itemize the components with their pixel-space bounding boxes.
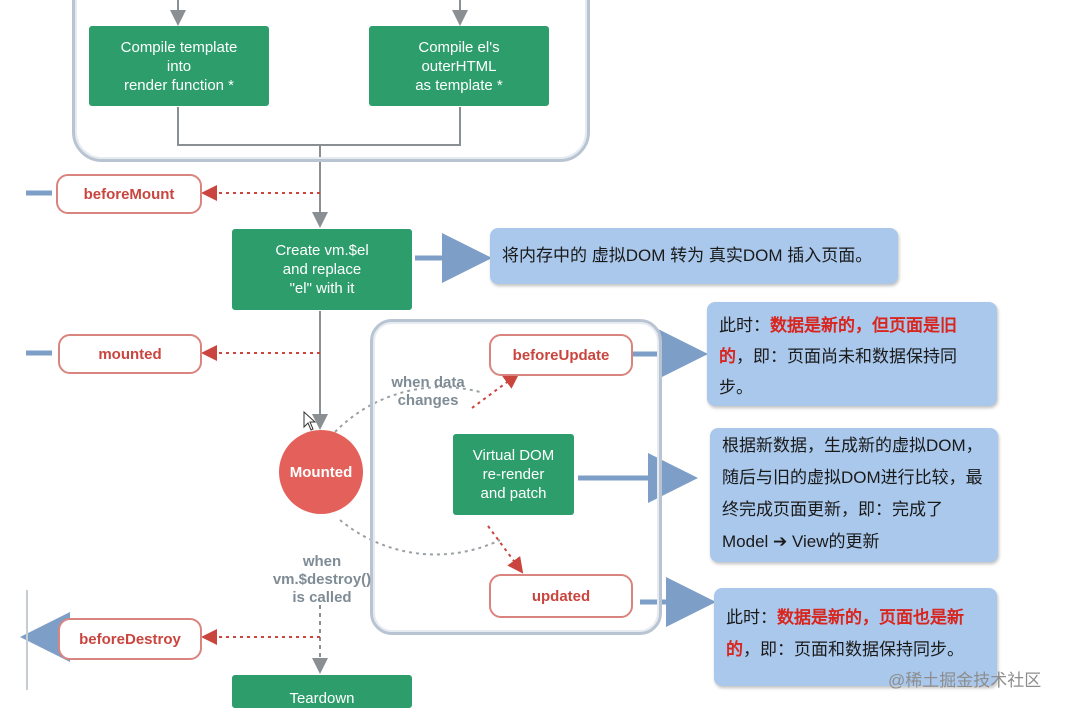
updated-note-highlight: 数据是新的，页面也是新的: [726, 608, 964, 659]
watermark: @稀土掘金技术社区: [888, 671, 1042, 690]
compile-frame: [72, 0, 590, 162]
mount-note-text: 将内存中的 虚拟DOM 转为 真实DOM 插入页面。: [502, 246, 873, 265]
update-frame: [370, 319, 662, 635]
create-vm-el-box: Create vm.$el and replace "el" with it: [232, 229, 412, 310]
before-update-note: 此时：数据是新的，但页面是旧的，即：页面尚未和数据保持同步。: [707, 302, 997, 406]
before-update-note-highlight: 数据是新的，但页面是旧的: [719, 316, 957, 366]
hook-mounted: mounted: [58, 334, 202, 374]
when-destroy-label: when vm.$destroy() is called: [272, 553, 372, 606]
mount-note: 将内存中的 虚拟DOM 转为 真实DOM 插入页面。: [490, 228, 898, 284]
hook-before-destroy: beforeDestroy: [58, 618, 202, 660]
mouse-cursor-icon: [303, 411, 317, 431]
compile-template-box: Compile template into render function *: [89, 26, 269, 106]
when-data-changes-label: when data changes: [391, 374, 465, 409]
rerender-note-text: 根据新数据，生成新的虚拟DOM，随后与旧的虚拟DOM进行比较，最终完成页面更新，…: [722, 436, 983, 551]
updated-note: 此时：数据是新的，页面也是新的，即：页面和数据保持同步。: [714, 588, 997, 686]
compile-el-box: Compile el's outerHTML as template *: [369, 26, 549, 106]
rerender-note: 根据新数据，生成新的虚拟DOM，随后与旧的虚拟DOM进行比较，最终完成页面更新，…: [710, 428, 998, 562]
hook-updated: updated: [489, 574, 633, 618]
hook-before-mount: beforeMount: [56, 174, 202, 214]
teardown-box: Teardown: [232, 675, 412, 708]
before-update-note-prefix: 此时：: [719, 316, 770, 335]
before-update-note-suffix: ，即：页面尚未和数据保持同步。: [719, 347, 957, 397]
updated-note-prefix: 此时：: [726, 608, 777, 627]
mounted-state-circle: Mounted: [279, 430, 363, 514]
virtual-dom-box: Virtual DOM re-render and patch: [453, 434, 574, 515]
hook-before-update: beforeUpdate: [489, 334, 633, 376]
updated-note-suffix: ，即：页面和数据保持同步。: [743, 640, 964, 659]
